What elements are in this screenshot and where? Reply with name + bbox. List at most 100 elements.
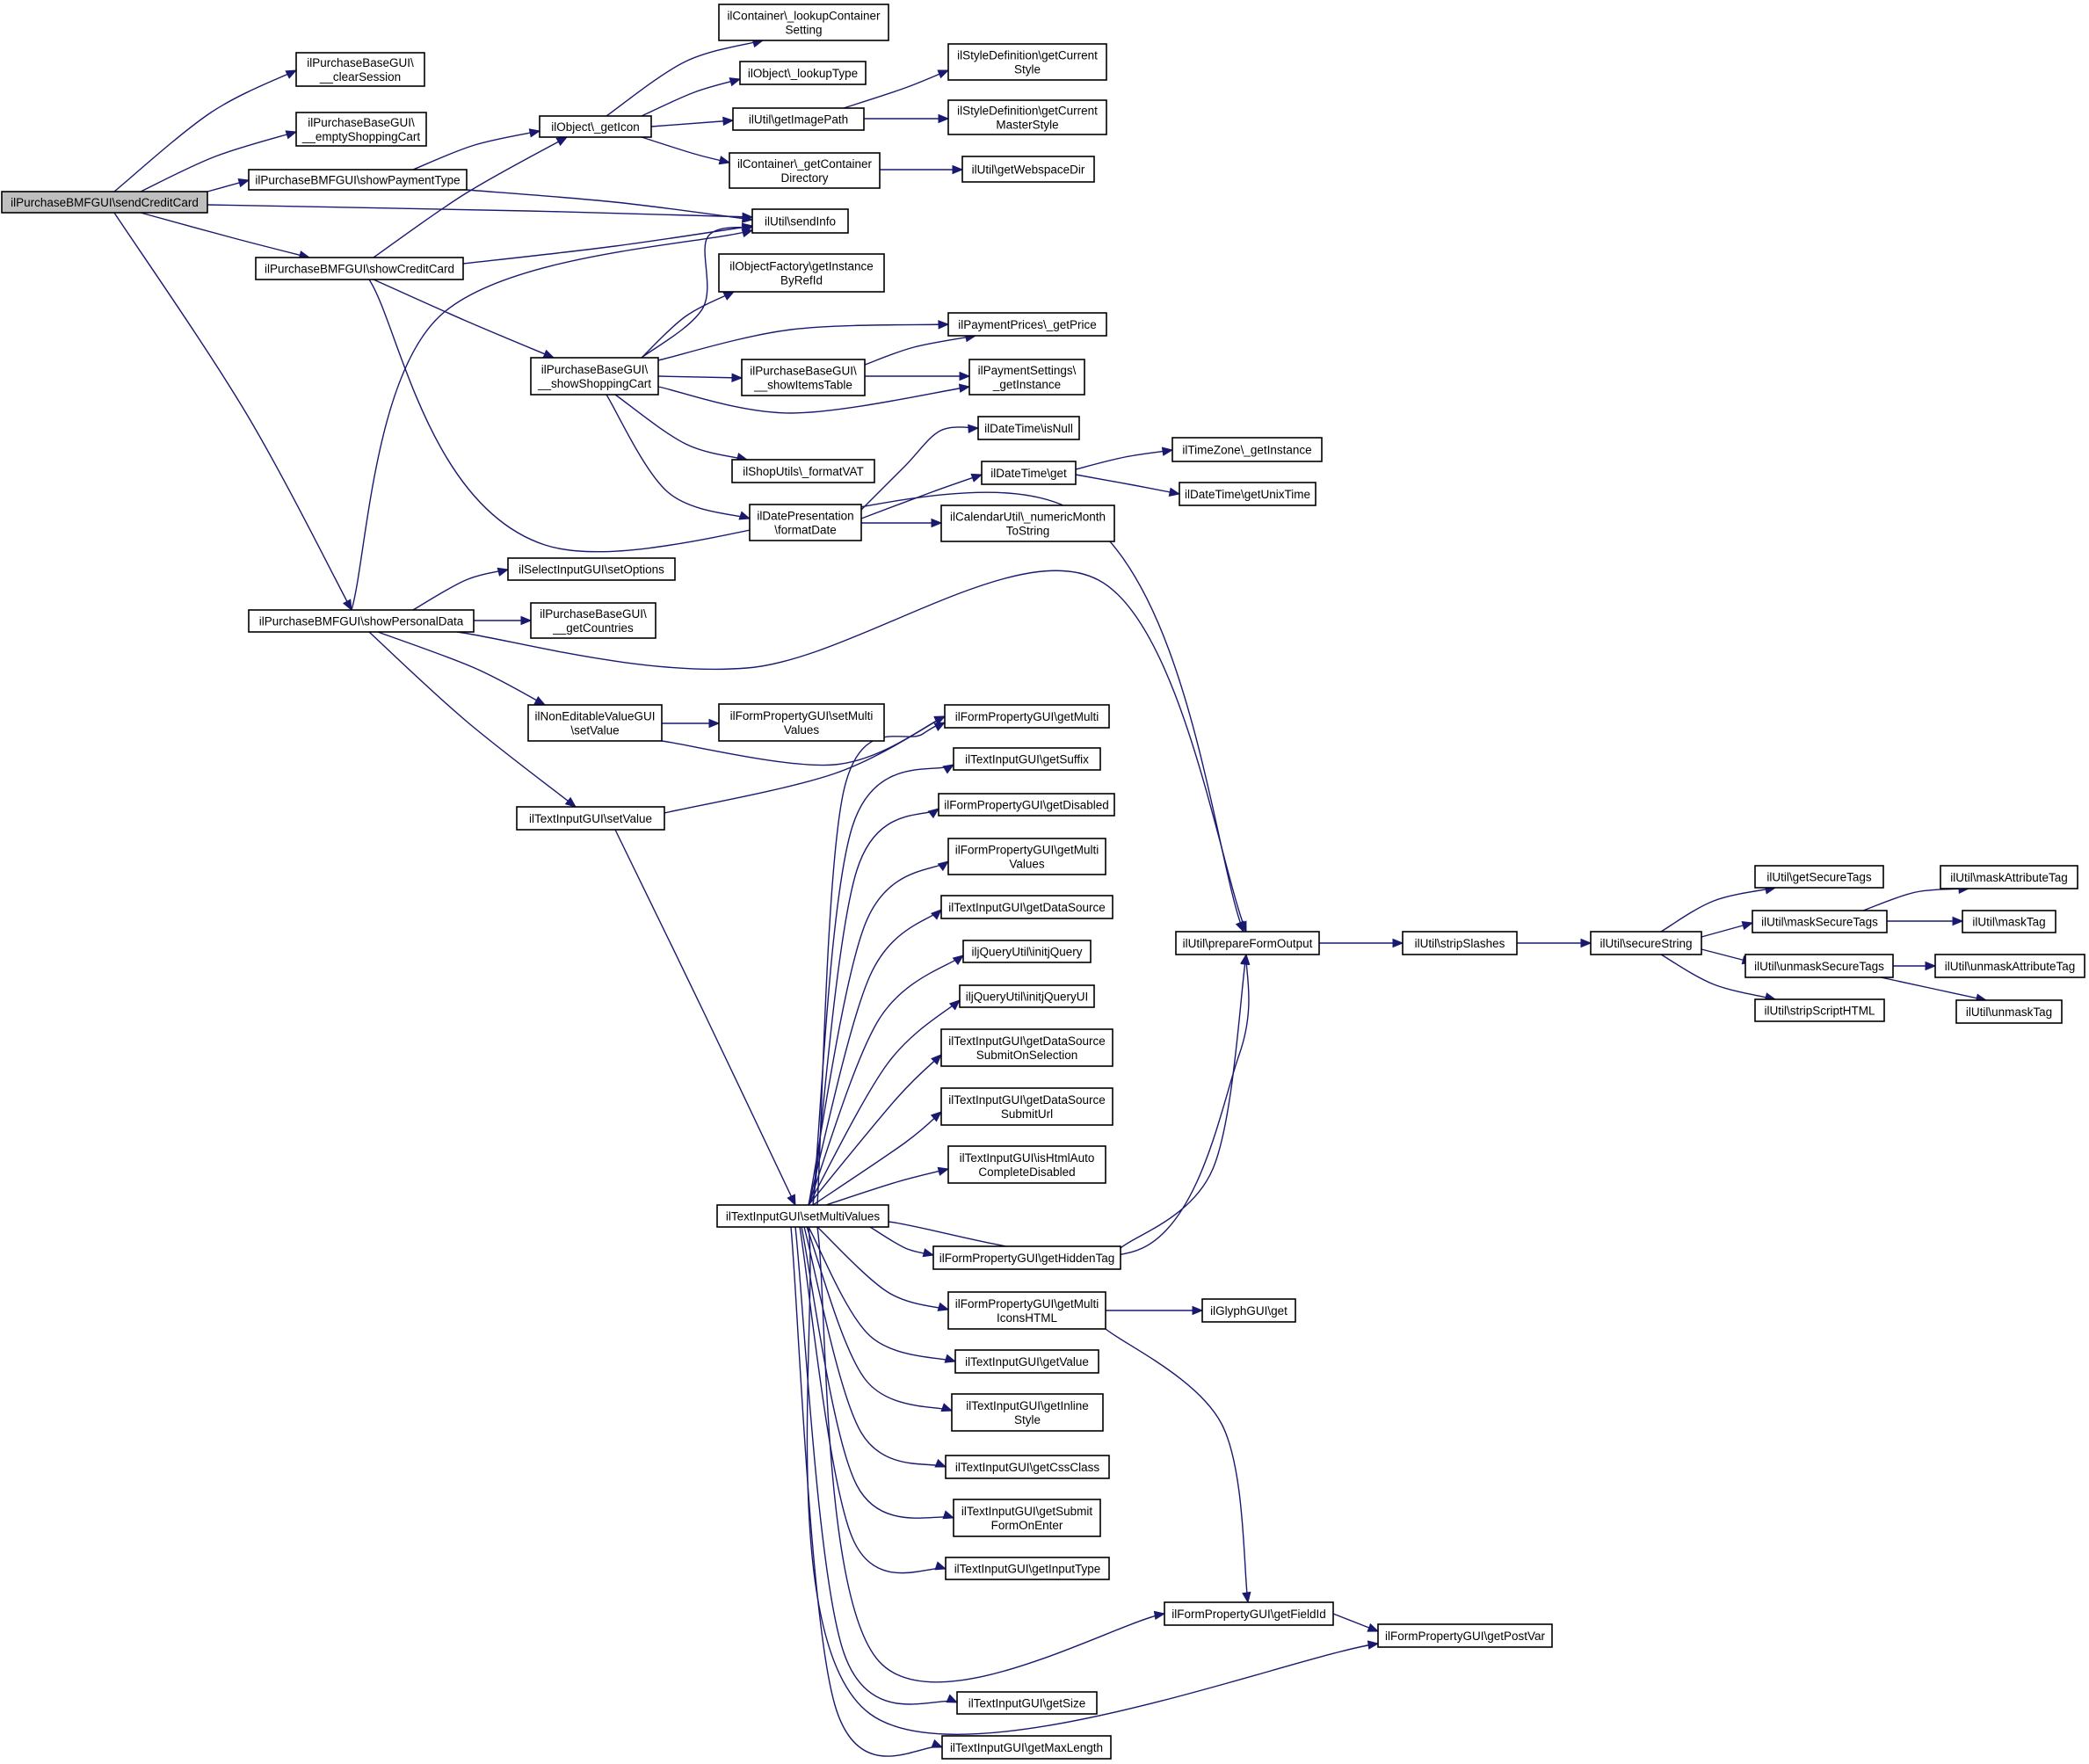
node-label-line: ilFormPropertyGUI\getMulti	[955, 1297, 1099, 1310]
node-box	[1754, 865, 1884, 889]
node-getImagePath[interactable]: ilUtil\getImagePath	[732, 107, 865, 131]
node-maskSecureTags[interactable]: ilUtil\maskSecureTags	[1752, 910, 1888, 933]
node-unmaskSecureTags[interactable]: ilUtil\unmaskSecureTags	[1744, 954, 1894, 978]
node-box	[945, 1557, 1110, 1580]
node-initjQuery[interactable]: iljQueryUtil\initjQuery	[962, 940, 1092, 963]
node-maskAttributeTag[interactable]: ilUtil\maskAttributeTag	[1940, 865, 2078, 889]
node-getWebspaceDir[interactable]: ilUtil\getWebspaceDir	[961, 156, 1095, 183]
node-getSuffix[interactable]: ilTextInputGUI\getSuffix	[953, 747, 1101, 771]
node-label-line: ByRefId	[780, 274, 823, 287]
node-box	[961, 156, 1095, 183]
edge-setMultiValues-to-initjQuery	[808, 955, 965, 1206]
node-stripSlashes[interactable]: ilUtil\stripSlashes	[1402, 931, 1518, 955]
arrowhead	[931, 518, 943, 528]
node-getValue[interactable]: ilTextInputGUI\getValue	[954, 1349, 1099, 1374]
edge-sendCreditCard-to-showCreditCard	[140, 212, 311, 260]
node-getDisabled[interactable]: ilFormPropertyGUI\getDisabled	[938, 793, 1115, 817]
arrowhead	[1237, 920, 1247, 933]
node-label-line: ilPurchaseBaseGUI\	[540, 607, 647, 621]
node-initjQueryUI[interactable]: iljQueryUtil\initjQueryUI	[959, 984, 1095, 1008]
edge-line	[614, 394, 748, 461]
node-box	[718, 703, 885, 742]
node-paymentSettingsGetInstance[interactable]: ilPaymentSettings\_getInstance	[968, 359, 1085, 396]
edge-showPersonalData-to-textInputSetValue	[368, 631, 577, 808]
node-glyphGet[interactable]: ilGlyphGUI\get	[1201, 1298, 1296, 1323]
node-dateTimeGet[interactable]: ilDateTime\get	[981, 461, 1077, 485]
node-prepareFormOutput[interactable]: ilUtil\prepareFormOutput	[1175, 931, 1320, 955]
edge-line	[794, 1226, 958, 1705]
edge-setMultiValues-to-getSubmitFormOnEnter	[801, 1226, 955, 1520]
node-stripScriptHTML[interactable]: ilUtil\stripScriptHTML	[1754, 998, 1885, 1022]
node-lookupType[interactable]: ilObject\_lookupType	[739, 61, 867, 85]
node-unmaskTag[interactable]: ilUtil\unmaskTag	[1955, 999, 2063, 1024]
node-getPostVar[interactable]: ilFormPropertyGUI\getPostVar	[1377, 1623, 1553, 1648]
node-getSize[interactable]: ilTextInputGUI\getSize	[956, 1691, 1098, 1715]
edge-setMultiValues-to-getDataSourceSubmitOnSelection	[808, 1054, 942, 1206]
arrowhead	[930, 909, 942, 920]
arrowhead	[1240, 953, 1250, 966]
node-setOptions[interactable]: ilSelectInputGUI\setOptions	[507, 557, 676, 581]
node-box	[516, 806, 665, 831]
edge-line	[799, 1226, 947, 1574]
node-sendCreditCard[interactable]: ilPurchaseBMFGUI\sendCreditCard	[1, 191, 208, 214]
node-emptyShoppingCart[interactable]: ilPurchaseBaseGUI\__emptyShoppingCart	[295, 112, 427, 147]
node-getDataSource[interactable]: ilTextInputGUI\getDataSource	[940, 895, 1113, 919]
node-getUnixTime[interactable]: ilDateTime\getUnixTime	[1179, 482, 1317, 506]
node-getIcon[interactable]: ilObject\_getIcon	[539, 115, 652, 138]
node-setMultiValuesFP[interactable]: ilFormPropertyGUI\setMultiValues	[718, 703, 885, 742]
node-showCreditCard[interactable]: ilPurchaseBMFGUI\showCreditCard	[255, 257, 464, 280]
node-showPaymentType[interactable]: ilPurchaseBMFGUI\showPaymentType	[248, 169, 468, 191]
node-getMaxLength[interactable]: ilTextInputGUI\getMaxLength	[941, 1735, 1112, 1760]
node-box	[940, 1087, 1113, 1126]
node-showPersonalData[interactable]: ilPurchaseBMFGUI\showPersonalData	[248, 609, 475, 633]
node-nonEditableSetValue[interactable]: ilNonEditableValueGUI\setValue	[527, 704, 663, 742]
node-maskTag[interactable]: ilUtil\maskTag	[1962, 910, 2056, 933]
arrowhead	[940, 1403, 954, 1412]
node-box	[956, 1691, 1098, 1715]
node-getCountries[interactable]: ilPurchaseBaseGUI\__getCountries	[530, 602, 656, 639]
node-getCssClass[interactable]: ilTextInputGUI\getCssClass	[945, 1455, 1110, 1479]
node-label-line: ilPurchaseBMFGUI\showPersonalData	[259, 615, 464, 628]
node-getSecureTags[interactable]: ilUtil\getSecureTags	[1754, 865, 1884, 889]
node-secureString[interactable]: ilUtil\secureString	[1590, 931, 1702, 955]
node-getFieldId[interactable]: ilFormPropertyGUI\getFieldId	[1164, 1601, 1334, 1626]
node-getDataSourceSubmitOnSelection[interactable]: ilTextInputGUI\getDataSourceSubmitOnSele…	[940, 1028, 1113, 1067]
node-showShoppingCart[interactable]: ilPurchaseBaseGUI\__showShoppingCart	[530, 357, 659, 396]
edge-line	[1660, 954, 1776, 1000]
node-label-line: iljQueryUtil\initjQueryUI	[966, 991, 1089, 1004]
node-getPrice[interactable]: ilPaymentPrices\_getPrice	[947, 312, 1107, 337]
node-formatDate[interactable]: ilDatePresentation\formatDate	[749, 504, 862, 541]
node-formatVAT[interactable]: ilShopUtils\_formatVAT	[731, 459, 875, 483]
node-unmaskAttributeTag[interactable]: ilUtil\unmaskAttributeTag	[1934, 954, 2085, 978]
arrowhead	[738, 511, 751, 520]
node-setMultiValues[interactable]: ilTextInputGUI\setMultiValues	[716, 1204, 889, 1228]
node-label-line: ilUtil\maskSecureTags	[1761, 916, 1878, 929]
node-textInputSetValue[interactable]: ilTextInputGUI\setValue	[516, 806, 665, 831]
node-getInputType[interactable]: ilTextInputGUI\getInputType	[945, 1557, 1110, 1580]
node-timeZoneGetInstance[interactable]: ilTimeZone\_getInstance	[1171, 437, 1323, 462]
edge-setMultiValues-to-getSuffix	[812, 764, 955, 1206]
node-showItemsTable[interactable]: ilPurchaseBaseGUI\__showItemsTable	[741, 359, 866, 396]
arrowhead	[958, 383, 971, 393]
node-getHiddenTag[interactable]: ilFormPropertyGUI\getHiddenTag	[932, 1245, 1121, 1270]
node-sendInfo[interactable]: ilUtil\sendInfo	[751, 208, 849, 234]
node-getMulti[interactable]: ilFormPropertyGUI\getMulti	[944, 704, 1110, 729]
node-clearSession[interactable]: ilPurchaseBaseGUI\__clearSession	[295, 52, 425, 87]
node-isNull[interactable]: ilDateTime\isNull	[977, 416, 1080, 440]
arrowhead	[937, 1302, 950, 1311]
arrowhead	[741, 224, 754, 234]
edge-line	[657, 323, 949, 361]
node-isHtmlAutoCompleteDisabled[interactable]: ilTextInputGUI\isHtmlAutoCompleteDisable…	[947, 1145, 1106, 1184]
edge-showPersonalData-to-setOptions	[412, 567, 510, 611]
